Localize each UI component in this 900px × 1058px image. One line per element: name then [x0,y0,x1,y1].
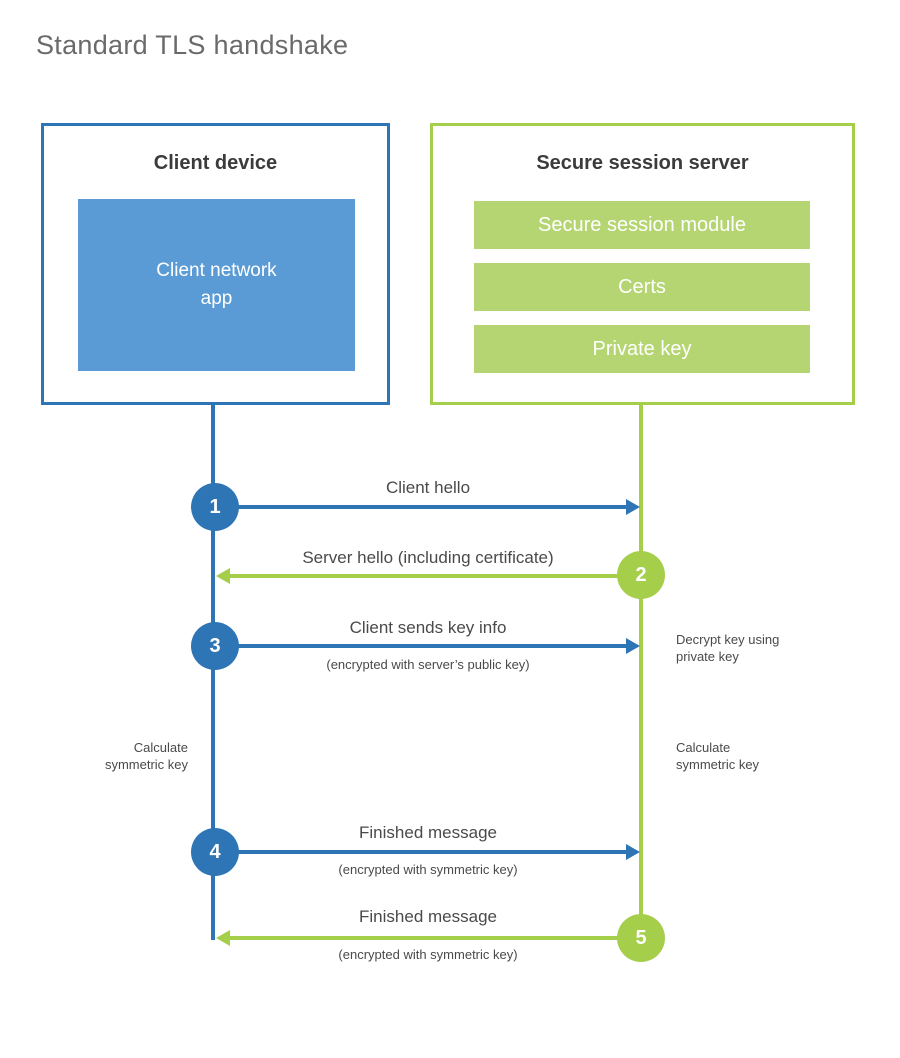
sublabel-client-key-info: (encrypted with server’s public key) [326,657,530,672]
arrowhead-right-icon [626,638,640,654]
sublabel-finished-server: (encrypted with symmetric key) [338,947,518,962]
certs-bar: Certs [474,263,810,311]
private-key-bar: Private key [474,325,810,373]
label-server-hello: Server hello (including certificate) [302,548,554,567]
client-device-box: Client device Client network app [41,123,390,405]
arrow-finished-client [215,844,640,860]
arrowhead-right-icon [626,499,640,515]
note-calculate-symmetric-key-client: Calculate symmetric key [104,740,188,773]
step-circle-4: 4 [191,828,239,876]
secure-session-module-bar: Secure session module [474,201,810,249]
label-finished-client: Finished message [359,823,497,842]
step-circle-5: 5 [617,914,665,962]
client-lifeline [211,404,215,940]
page-title: Standard TLS handshake [36,30,349,60]
server-title: Secure session server [536,152,749,174]
server-modules-list: Secure session module Certs Private key [474,201,810,373]
arrow-finished-server [216,930,639,946]
label-client-key-info: Client sends key info [349,618,507,637]
arrowhead-left-icon [216,930,230,946]
label-finished-server: Finished message [359,907,497,926]
note-decrypt-key: Decrypt key using private key [676,632,780,665]
sublabel-finished-client: (encrypted with symmetric key) [338,862,518,877]
arrow-client-hello [215,499,640,515]
client-device-title: Client device [153,152,278,174]
note-calculate-symmetric-key-server: Calculate symmetric key [676,740,760,773]
label-client-hello: Client hello [385,478,471,497]
arrow-server-hello [216,568,639,584]
server-lifeline [639,404,643,938]
arrow-client-key-info [215,638,640,654]
arrowhead-right-icon [626,844,640,860]
step-circle-2: 2 [617,551,665,599]
step-circle-1: 1 [191,483,239,531]
arrowhead-left-icon [216,568,230,584]
server-box: Secure session server Secure session mod… [430,123,855,405]
client-network-app-block: Client network app [78,199,355,371]
step-circle-3: 3 [191,622,239,670]
